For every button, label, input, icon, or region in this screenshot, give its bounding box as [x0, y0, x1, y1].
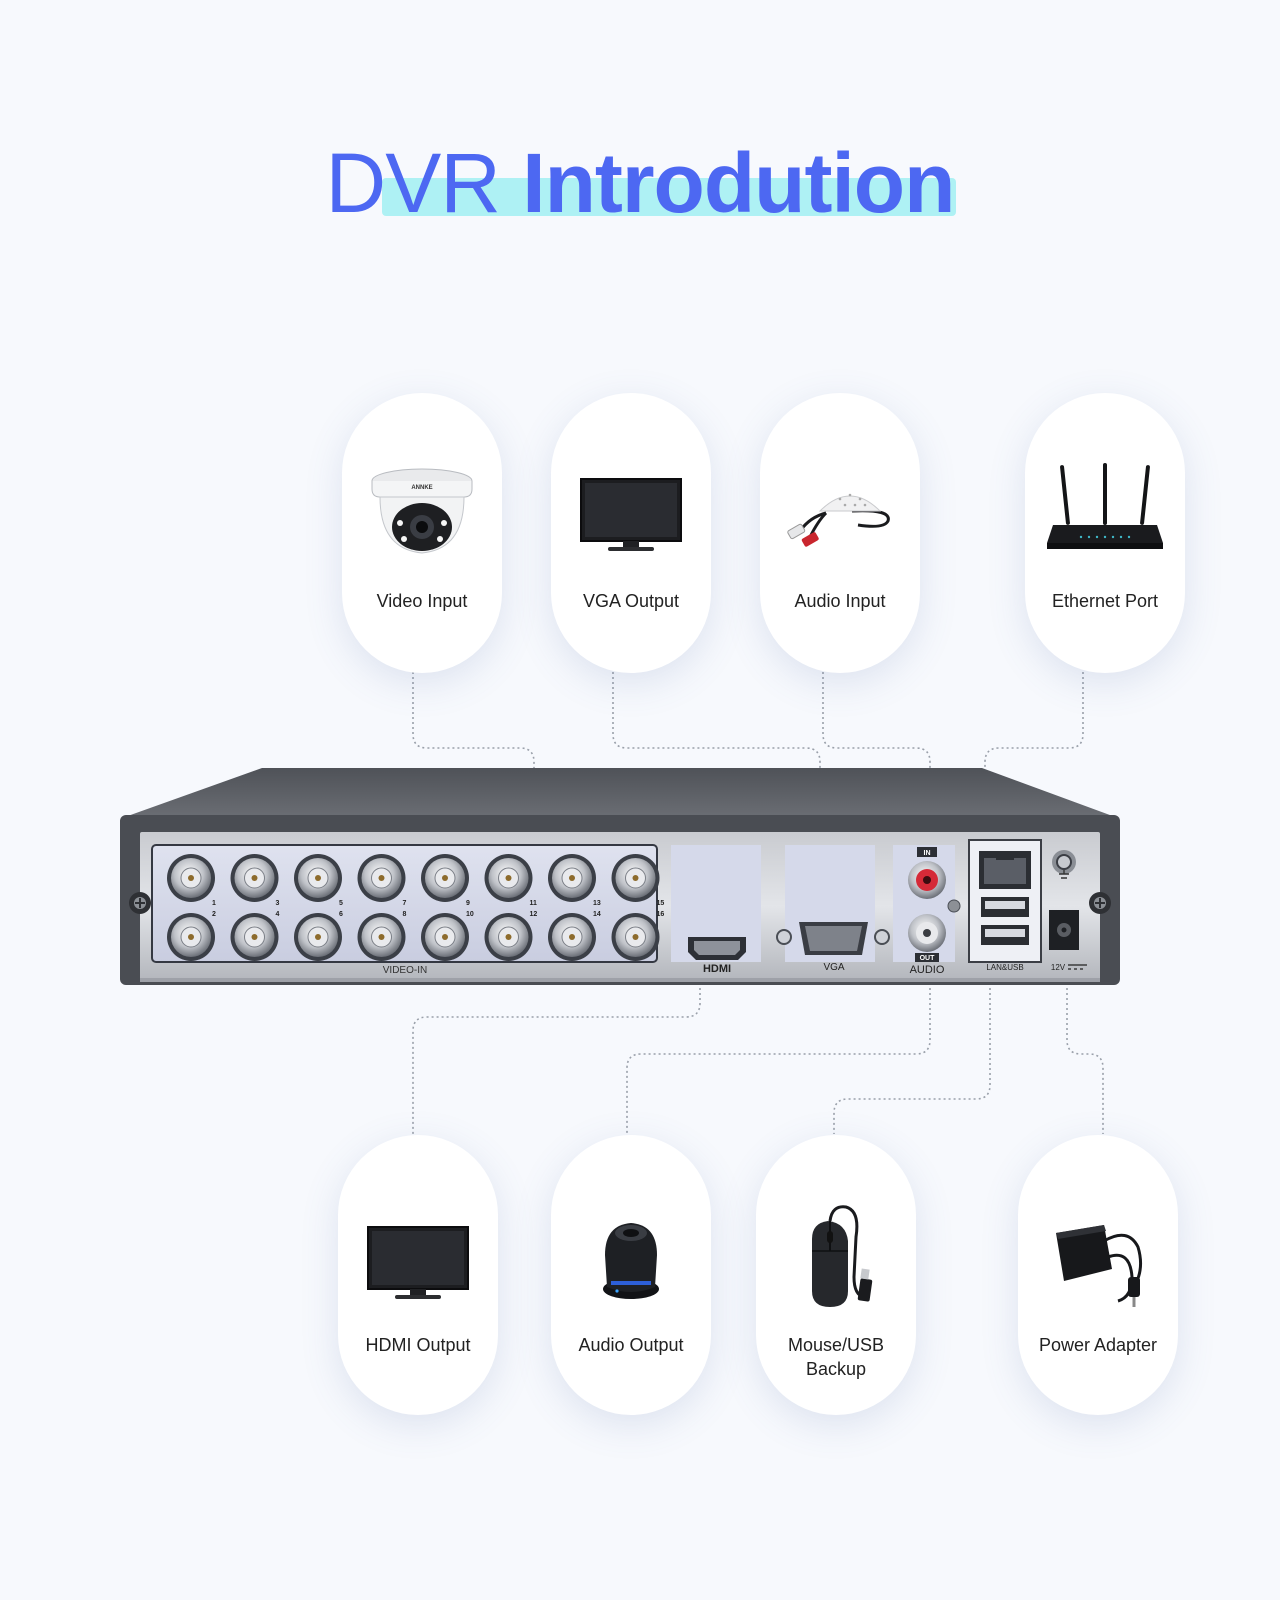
bnc-channel-number: 2	[212, 911, 216, 918]
bnc-connector-icon	[167, 913, 215, 961]
video-input-label: Video Input	[376, 591, 468, 611]
hdmi-port-icon	[688, 937, 746, 960]
connector-video-input	[412, 672, 535, 855]
audio-label: AUDIO	[910, 964, 945, 976]
bnc-connector-icon	[230, 854, 279, 902]
connector-audio-input	[822, 672, 931, 855]
page-title: DVR Introdution	[0, 138, 1280, 228]
power-adapter-card: Power Adapter	[1018, 1135, 1178, 1415]
title-text: DVR Introdution	[0, 138, 1280, 228]
bnc-channel-number: 6	[339, 911, 343, 918]
screw-icon	[1089, 892, 1111, 914]
audio-output-card: Audio Output	[551, 1135, 711, 1415]
bnc-channel-number: 3	[276, 900, 280, 907]
hdmi-output-label: HDMI Output	[365, 1335, 471, 1355]
vga-output-label: VGA Output	[582, 591, 680, 611]
power-jack-icon	[1049, 910, 1079, 950]
bnc-connector-icon	[294, 854, 342, 902]
router-icon	[1047, 463, 1163, 549]
mouse-icon	[812, 1205, 873, 1307]
bnc-connector-icon	[421, 854, 469, 902]
bnc-connector-icon	[484, 913, 533, 961]
monitor-icon	[367, 1226, 469, 1299]
bnc-connector-icon	[167, 854, 215, 902]
bnc-connector-icon	[357, 854, 406, 902]
vga-output-card: VGA Output	[551, 393, 711, 673]
ethernet-port-label: Ethernet Port	[1051, 591, 1159, 611]
connector-vga-output	[612, 672, 821, 855]
bnc-connector-icon	[421, 913, 469, 961]
monitor-icon	[580, 478, 682, 551]
ethernet-port-card: Ethernet Port	[1025, 393, 1185, 673]
bnc-connector-icon	[548, 854, 596, 902]
mouse-usb-backup-label: Mouse/USB Backup	[787, 1335, 885, 1379]
power-adapter-label: Power Adapter	[1038, 1335, 1158, 1355]
bnc-connector-icon	[611, 854, 660, 902]
bnc-channel-number: 9	[466, 900, 470, 907]
lan-usb-label: LAN&USB	[986, 963, 1023, 972]
title-highlight	[382, 178, 956, 216]
bnc-channel-number: 4	[276, 911, 280, 918]
speaker-icon	[603, 1223, 659, 1299]
dome-camera-icon: ANNKE	[371, 468, 473, 554]
audio-output-label: Audio Output	[578, 1335, 684, 1355]
power-label: 12V	[1051, 963, 1066, 972]
bnc-connector-icon	[230, 913, 279, 961]
audio-out-jack-icon	[908, 914, 946, 952]
usb-port-icon	[981, 897, 1029, 917]
camera-brand-label: ANNKE	[411, 485, 432, 491]
usb-port-icon	[981, 925, 1029, 945]
hdmi-label: HDMI	[703, 963, 731, 975]
mouse-usb-backup-card: Mouse/USB Backup	[756, 1135, 916, 1415]
bnc-channel-number: 7	[403, 900, 407, 907]
ethernet-port-icon	[979, 851, 1031, 889]
title-bold: Introdution	[522, 136, 955, 230]
audio-in-jack-icon	[908, 861, 946, 899]
bnc-channel-number: 10	[466, 911, 474, 918]
bnc-connector-icon	[548, 913, 596, 961]
bnc-channel-number: 8	[403, 911, 407, 918]
video-input-card: ANNKE Video Input	[342, 393, 502, 673]
connector-ethernet-port	[984, 672, 1084, 855]
dvr-top-cover	[122, 768, 1118, 818]
bnc-connector-icon	[484, 854, 533, 902]
audio-input-card: Audio Input	[760, 393, 920, 673]
video-in-label: VIDEO-IN	[383, 965, 427, 976]
ground-screw-icon	[1052, 850, 1076, 879]
screw-icon	[129, 892, 151, 914]
microphone-icon	[787, 493, 890, 547]
bnc-channel-number: 12	[530, 911, 538, 918]
hdmi-output-card: HDMI Output	[338, 1135, 498, 1415]
bnc-channel-number: 5	[339, 900, 343, 907]
bnc-channel-number: 11	[530, 900, 538, 907]
audio-in-label: IN	[924, 850, 931, 857]
vga-port-icon	[776, 922, 890, 955]
bnc-channel-number: 1	[212, 900, 216, 907]
bnc-channel-number: 14	[593, 911, 601, 918]
power-adapter-icon	[1056, 1225, 1143, 1307]
vga-label: VGA	[823, 962, 844, 973]
connector-audio-output	[626, 968, 931, 1134]
bnc-channel-number: 16	[657, 911, 665, 918]
connector-hdmi-output	[412, 968, 701, 1134]
audio-out-label: OUT	[920, 955, 936, 962]
bnc-channel-number: 13	[593, 900, 601, 907]
title-light: DVR	[325, 136, 501, 230]
bnc-connector-icon	[357, 913, 406, 961]
audio-input-label: Audio Input	[794, 591, 886, 611]
bnc-channel-number: 15	[657, 900, 665, 907]
bnc-connector-icon	[611, 913, 660, 961]
bnc-connector-icon	[294, 913, 342, 961]
